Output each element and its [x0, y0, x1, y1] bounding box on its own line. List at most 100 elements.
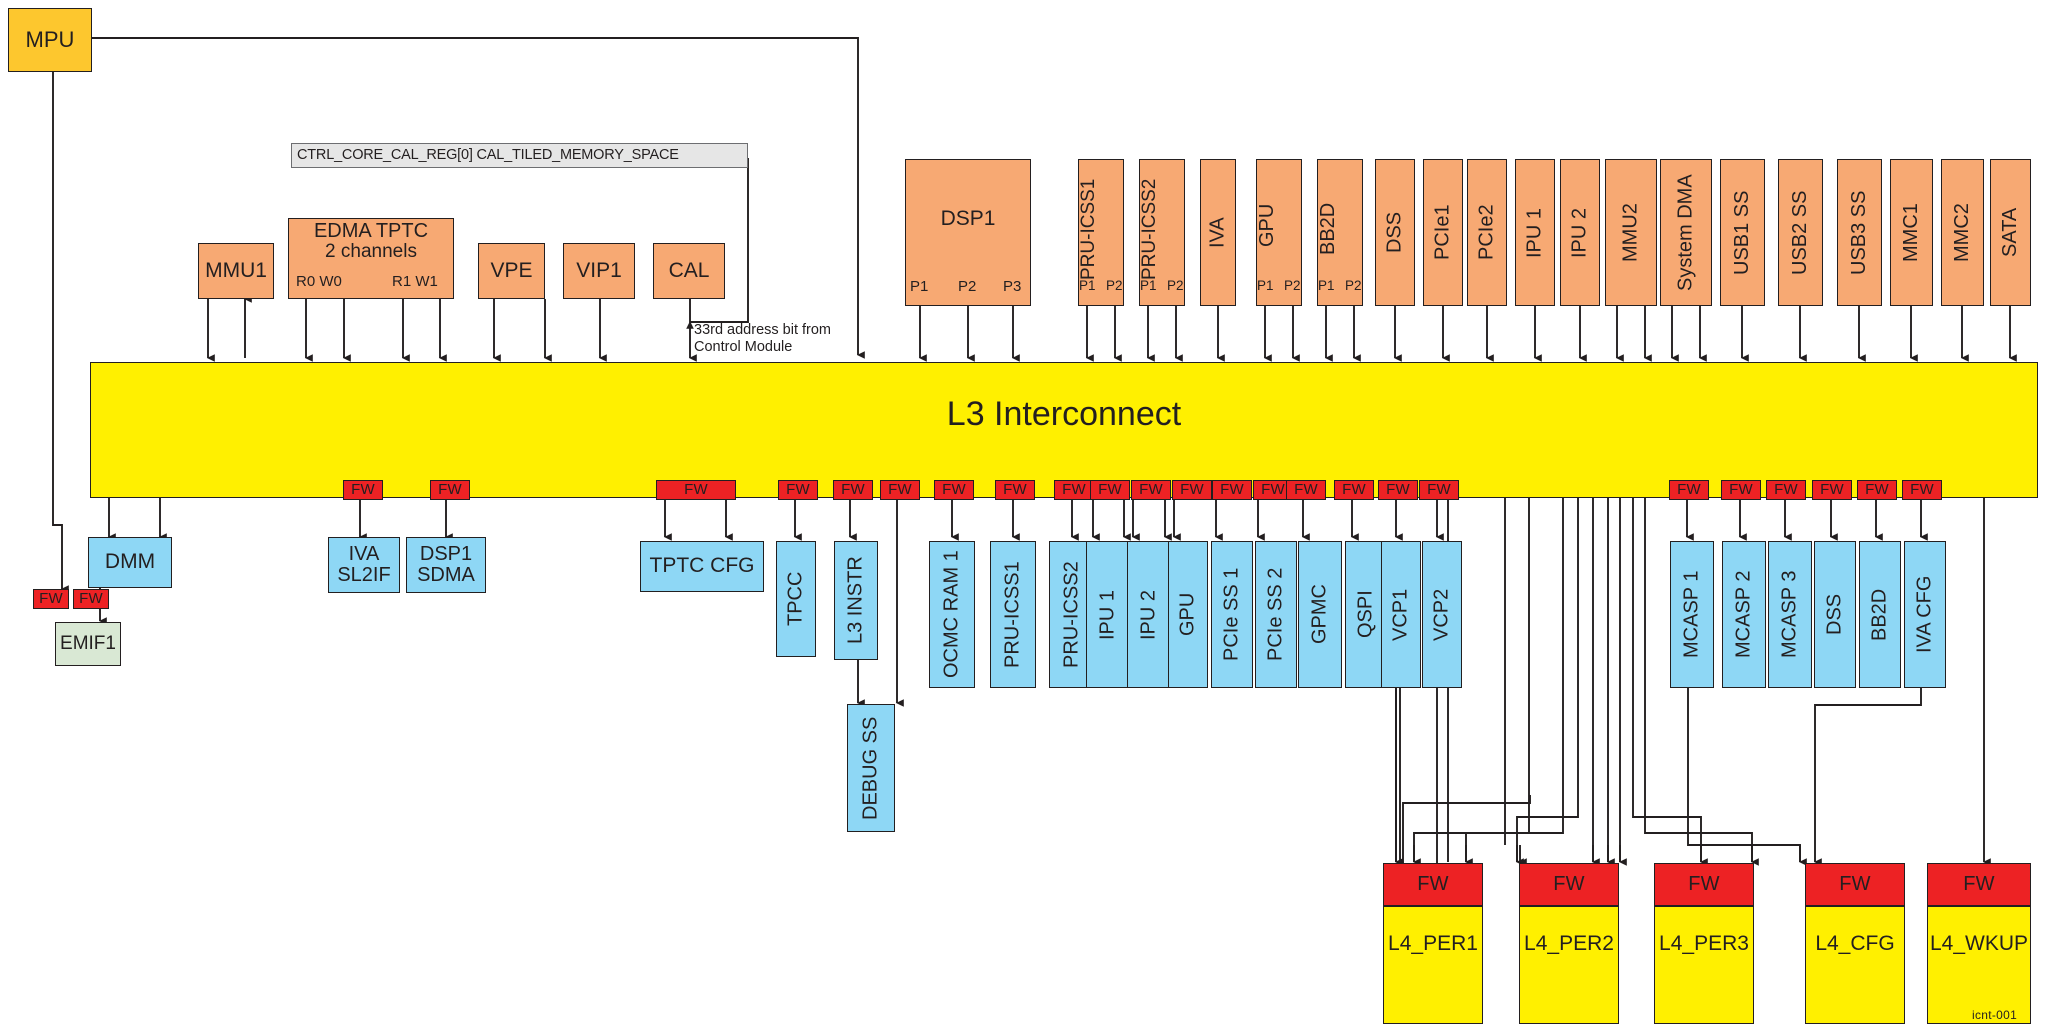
block-dsp1-sdma[interactable]: DSP1 SDMA — [406, 537, 486, 593]
firewall-badge-vcp1[interactable]: FW — [1378, 480, 1418, 500]
firewall-badge-mcasp3[interactable]: FW — [1766, 480, 1806, 500]
firewall-badge-pru-icss1[interactable]: FW — [995, 480, 1035, 500]
firewall-badge-iva-sl2if[interactable]: FW — [343, 480, 383, 500]
firewall-badge-pru-icss2[interactable]: FW — [1054, 480, 1094, 500]
register-note-label: CTRL_CORE_CAL_REG[0] CAL_TILED_MEMORY_SP… — [297, 146, 679, 163]
block-iva-initiator[interactable]: IVA — [1200, 159, 1236, 306]
block-l4-per3[interactable]: L4_PER3 — [1654, 906, 1754, 1024]
firewall-badge-tptc-cfg[interactable]: FW — [656, 480, 736, 500]
block-sata-initiator[interactable]: SATA — [1990, 159, 2031, 306]
block-mmu2-initiator[interactable]: MMU2 — [1605, 159, 1657, 306]
fw-label: FW — [1553, 873, 1585, 895]
block-dsp1[interactable]: DSP1 — [905, 159, 1031, 306]
block-mcasp3[interactable]: MCASP 3 — [1768, 541, 1812, 688]
block-label: IVA — [1206, 217, 1229, 248]
block-mpu[interactable]: MPU — [8, 8, 92, 72]
block-mmu1[interactable]: MMU1 — [198, 243, 274, 299]
block-mcasp1[interactable]: MCASP 1 — [1670, 541, 1714, 688]
block-pcie-ss2[interactable]: PCIe SS 2 — [1255, 541, 1297, 688]
block-dss-initiator[interactable]: DSS — [1375, 159, 1415, 306]
block-system-dma-initiator[interactable]: System DMA — [1660, 159, 1712, 306]
block-debug-ss[interactable]: DEBUG SS — [847, 704, 895, 832]
block-mmc2-initiator[interactable]: MMC2 — [1941, 159, 1984, 306]
block-usb2-ss-initiator[interactable]: USB2 SS — [1778, 159, 1823, 306]
block-emif1[interactable]: EMIF1 — [55, 622, 121, 666]
port-label-dsp1-p1: P1 — [910, 278, 929, 295]
block-bb2d-target[interactable]: BB2D — [1859, 541, 1901, 688]
block-ipu1-target[interactable]: IPU 1 — [1086, 541, 1130, 688]
port-label-r1w1: R1 W1 — [392, 273, 438, 290]
block-tpcc[interactable]: TPCC — [776, 541, 816, 657]
block-tptc-cfg[interactable]: TPTC CFG — [640, 541, 764, 592]
block-ipu2-target[interactable]: IPU 2 — [1127, 541, 1171, 688]
block-ocmc-ram1[interactable]: OCMC RAM 1 — [929, 541, 975, 688]
block-iva-sl2if[interactable]: IVA SL2IF — [328, 537, 400, 593]
block-edma-tptc[interactable]: EDMA TPTC 2 channels — [288, 218, 454, 299]
firewall-badge-pcie-ss2[interactable]: FW — [1253, 480, 1293, 500]
fw-label: FW — [438, 481, 462, 499]
block-gpu-target[interactable]: GPU — [1168, 541, 1208, 688]
block-pru-icss1-target[interactable]: PRU-ICSS1 — [990, 541, 1036, 688]
block-l4-per1[interactable]: L4_PER1 — [1383, 906, 1483, 1024]
block-pcie1-initiator[interactable]: PCIe1 — [1423, 159, 1463, 306]
block-dss-target[interactable]: DSS — [1814, 541, 1856, 688]
firewall-badge-vcp2[interactable]: FW — [1419, 480, 1459, 500]
block-gpmc[interactable]: GPMC — [1298, 541, 1342, 688]
block-label: EDMA TPTC — [313, 220, 429, 242]
firewall-badge-qspi[interactable]: FW — [1334, 480, 1374, 500]
firewall-l4-wkup[interactable]: FW — [1927, 863, 2031, 906]
block-label: SATA — [1999, 207, 2021, 258]
firewall-badge-mcasp1[interactable]: FW — [1669, 480, 1709, 500]
block-vcp1[interactable]: VCP1 — [1381, 541, 1421, 688]
fw-label: FW — [841, 481, 865, 499]
block-usb3-ss-initiator[interactable]: USB3 SS — [1837, 159, 1882, 306]
block-l4-cfg[interactable]: L4_CFG — [1805, 906, 1905, 1024]
firewall-badge-ipu2[interactable]: FW — [1131, 480, 1171, 500]
block-mmc1-initiator[interactable]: MMC1 — [1890, 159, 1933, 306]
fw-label: FW — [1427, 481, 1451, 499]
firewall-badge-pcie-ss1[interactable]: FW — [1212, 480, 1252, 500]
block-mcasp2[interactable]: MCASP 2 — [1722, 541, 1766, 688]
firewall-badge-dmm-emif1[interactable]: FW — [73, 589, 109, 609]
firewall-badge-gpu[interactable]: FW — [1172, 480, 1212, 500]
firewall-badge-ipu1[interactable]: FW — [1090, 480, 1130, 500]
annotation-line-2: Control Module — [694, 339, 793, 356]
l3-interconnect-bar[interactable]: L3 Interconnect — [90, 362, 2038, 498]
block-label: OCMC RAM 1 — [940, 550, 963, 679]
firewall-l4-per1[interactable]: FW — [1383, 863, 1483, 906]
block-ipu2-initiator[interactable]: IPU 2 — [1560, 159, 1600, 306]
block-l4-per2[interactable]: L4_PER2 — [1519, 906, 1619, 1024]
firewall-badge-bb2d-target[interactable]: FW — [1857, 480, 1897, 500]
firewall-badge-tpcc[interactable]: FW — [778, 480, 818, 500]
firewall-l4-per3[interactable]: FW — [1654, 863, 1754, 906]
firewall-badge-dsp1-sdma[interactable]: FW — [430, 480, 470, 500]
block-vip1[interactable]: VIP1 — [563, 243, 635, 299]
firewall-badge-iva-cfg[interactable]: FW — [1902, 480, 1942, 500]
block-l3-instr[interactable]: L3 INSTR — [834, 541, 878, 660]
firewall-badge-gpmc[interactable]: FW — [1286, 480, 1326, 500]
block-usb1-ss-initiator[interactable]: USB1 SS — [1720, 159, 1765, 306]
block-pcie-ss1[interactable]: PCIe SS 1 — [1211, 541, 1253, 688]
block-vpe[interactable]: VPE — [478, 243, 545, 299]
firewall-badge-mcasp2[interactable]: FW — [1721, 480, 1761, 500]
block-label: L4_WKUP — [1929, 932, 2029, 955]
block-ipu1-initiator[interactable]: IPU 1 — [1515, 159, 1555, 306]
firewall-badge-dss-target[interactable]: FW — [1812, 480, 1852, 500]
block-label: L4_PER3 — [1659, 932, 1749, 955]
block-dmm[interactable]: DMM — [88, 537, 172, 588]
block-label: L4_PER1 — [1388, 932, 1478, 955]
firewall-l4-per2[interactable]: FW — [1519, 863, 1619, 906]
firewall-l4-cfg[interactable]: FW — [1805, 863, 1905, 906]
block-iva-cfg[interactable]: IVA CFG — [1904, 541, 1946, 688]
block-label: GPU — [1256, 203, 1278, 248]
block-l4-wkup[interactable]: L4_WKUP — [1927, 906, 2031, 1024]
block-vcp2[interactable]: VCP2 — [1422, 541, 1462, 688]
block-pcie2-initiator[interactable]: PCIe2 — [1467, 159, 1507, 306]
firewall-badge-ocmc-ram1[interactable]: FW — [934, 480, 974, 500]
block-cal[interactable]: CAL — [653, 243, 725, 299]
firewall-badge-mpu-emif1[interactable]: FW — [33, 589, 69, 609]
firewall-badge-l3-instr[interactable]: FW — [833, 480, 873, 500]
fw-label: FW — [684, 481, 708, 499]
firewall-badge-debug-ss[interactable]: FW — [880, 480, 920, 500]
address-bit-annotation: 33rd address bit from Control Module — [694, 322, 831, 356]
